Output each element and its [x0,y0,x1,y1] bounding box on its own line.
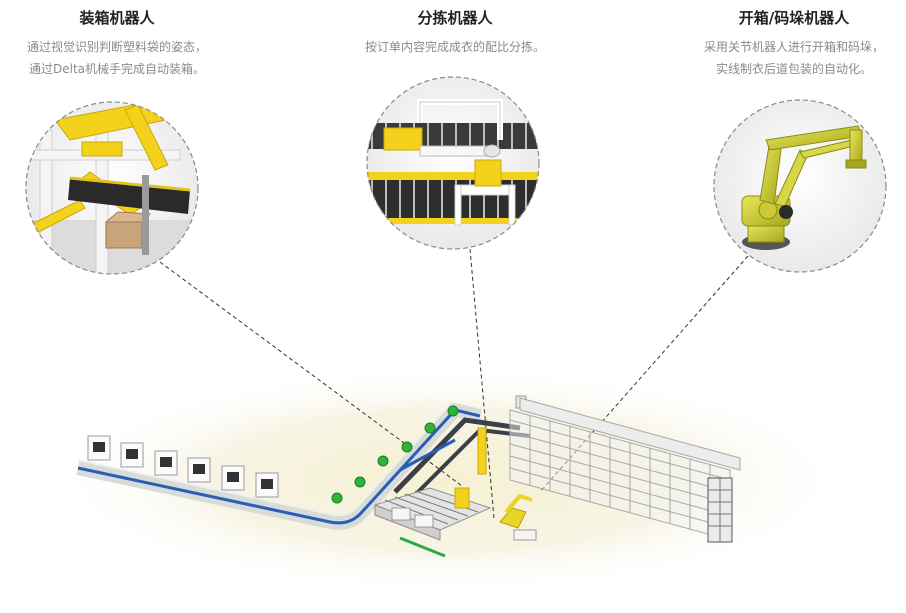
packing-robot-icon [25,101,199,275]
caption-palletizing-robot: 开箱/码垛机器人 采用关节机器人进行开箱和码垛， 实线制衣后道包装的自动化。 [676,8,906,80]
caption-packing-robot: 装箱机器人 通过视觉识别判断塑料袋的姿态， 通过Delta机械手完成自动装箱。 [0,8,234,80]
palletizing-robot-title: 开箱/码垛机器人 [738,9,850,27]
packing-robot-desc-line-2: 通过Delta机械手完成自动装箱。 [28,62,206,76]
sorting-robot-desc-line-1: 按订单内容完成成衣的配比分拣。 [364,40,545,54]
storage-racks [509,397,741,541]
packing-station-windows [93,442,273,489]
palletizing-arm-icon [713,99,887,273]
palletizing-robot-desc-line-1: 采用关节机器人进行开箱和码垛， [703,40,884,54]
palletizing-robot-desc-line-2: 实线制衣后道包装的自动化。 [715,62,872,76]
conveyor-nodes [331,405,459,504]
sorting-robot-icon [366,76,540,250]
storage-tower [707,477,733,543]
packing-robot-desc-line-1: 通过视觉识别判断塑料袋的姿态， [26,40,207,54]
callout-line-sorting [469,248,495,519]
production-line [76,395,741,558]
caption-sorting-robot: 分拣机器人 按订单内容完成成衣的配比分拣。 [330,8,580,58]
packing-robot-title: 装箱机器人 [79,9,155,27]
sorting-area [373,427,492,558]
sorting-robot-title: 分拣机器人 [417,9,493,27]
floor-glow [50,365,850,595]
